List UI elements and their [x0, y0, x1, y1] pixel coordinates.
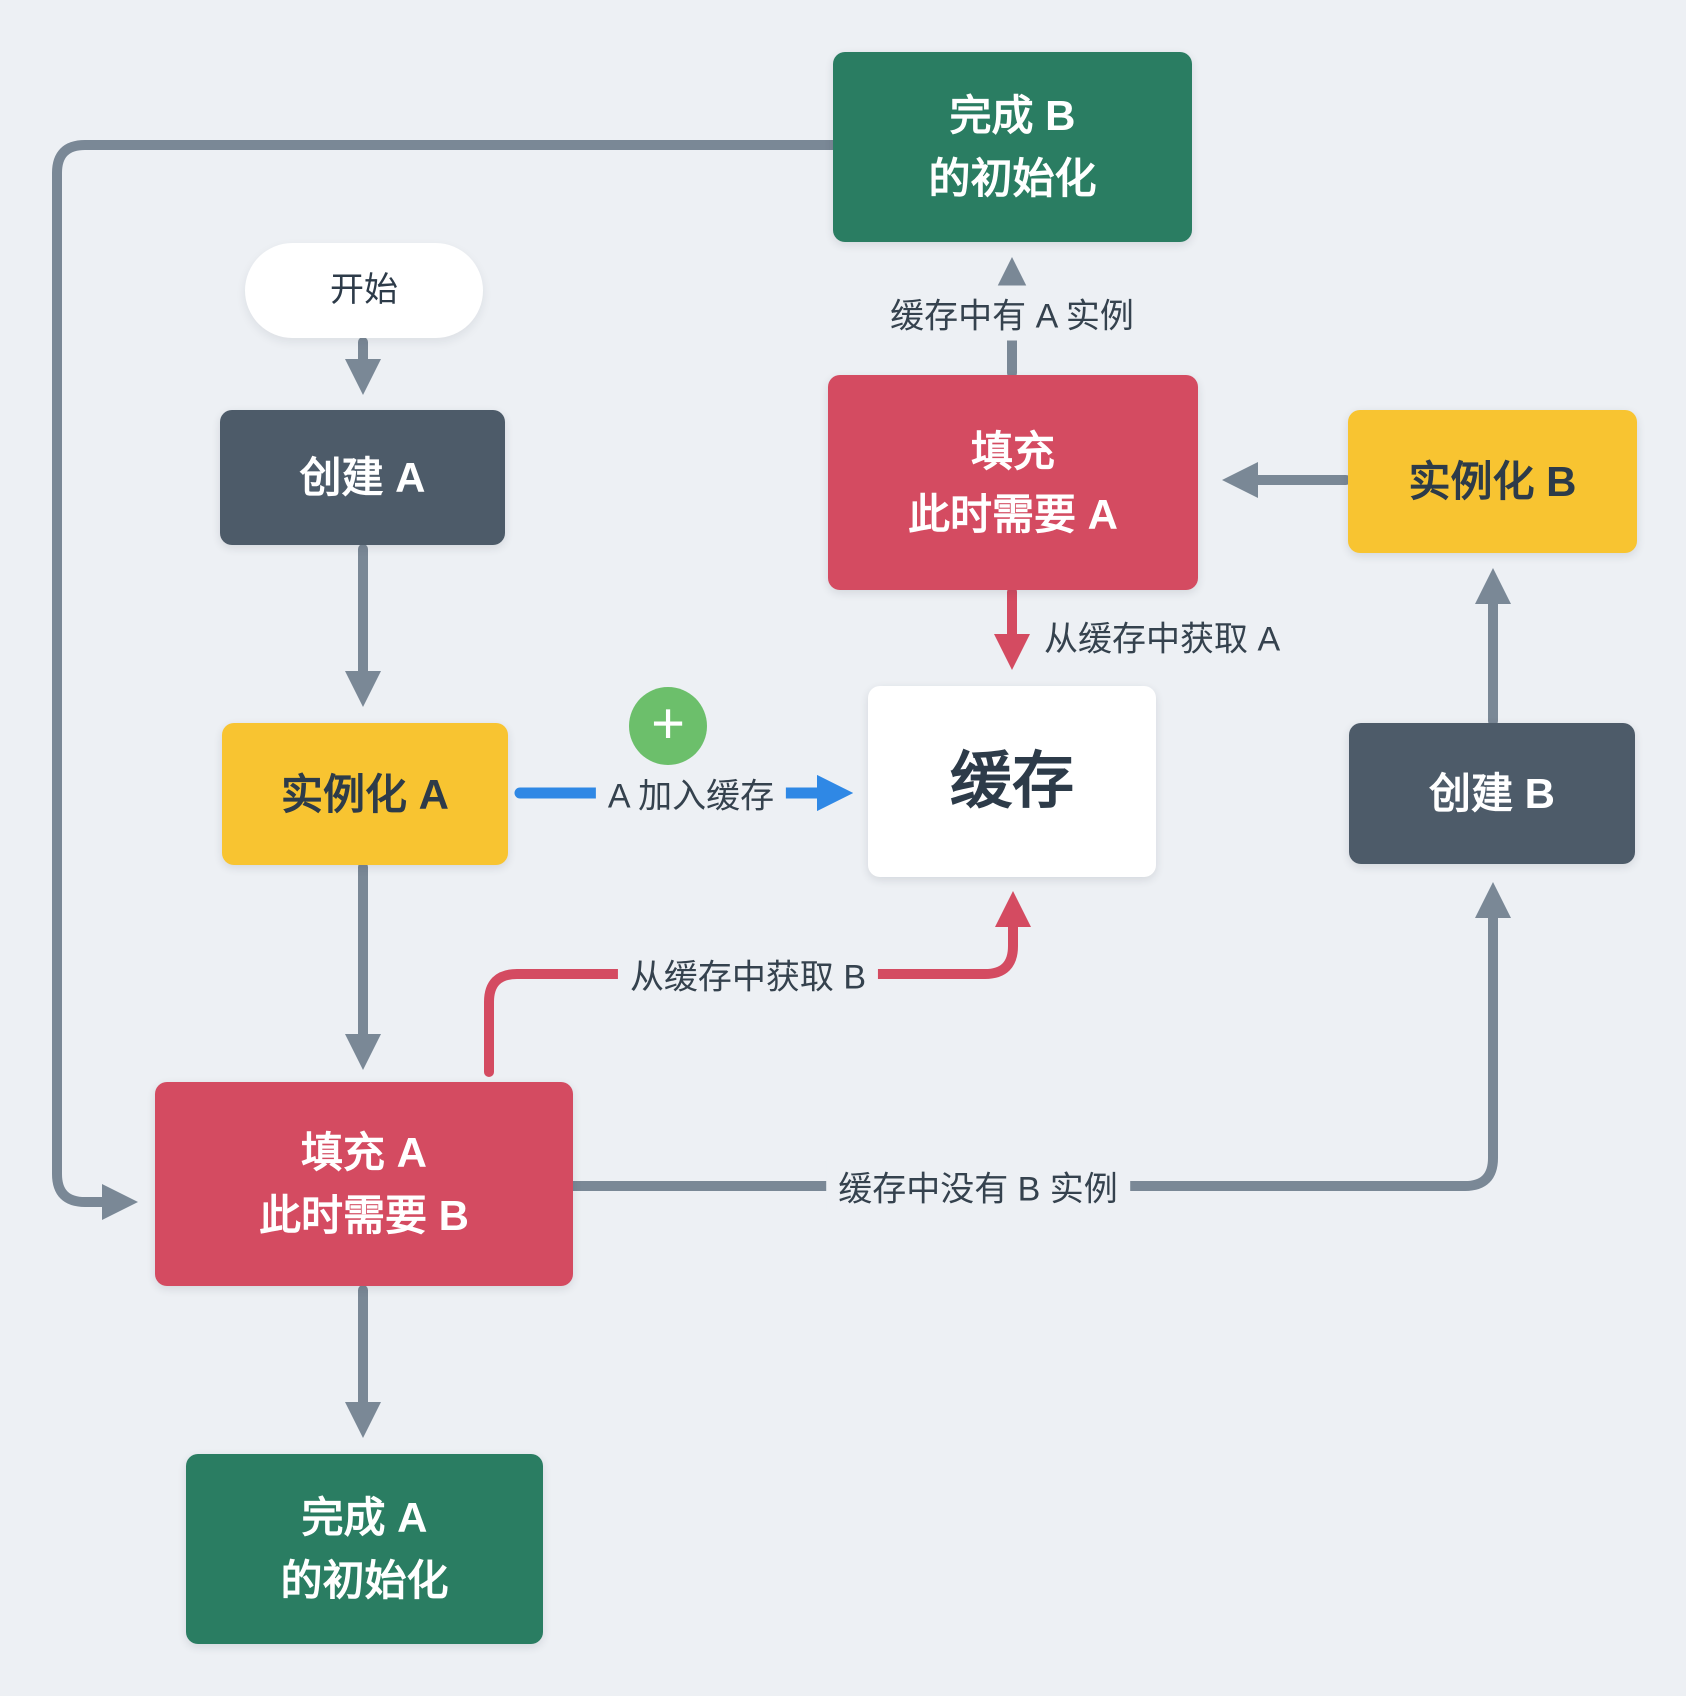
- edge-fill-need-b-to-create-b: [568, 882, 1512, 1191]
- edge-done-b-loop-to-fill-need-b: [52, 140, 838, 1221]
- edge-label-a-into-cache: A 加入缓存: [595, 765, 787, 821]
- node-done-init-b: 完成 B 的初始化: [833, 52, 1192, 242]
- edge-label-cache-no-b-instance: 缓存中没有 B 实例: [826, 1158, 1130, 1214]
- node-instantiate-b: 实例化 B: [1348, 410, 1637, 553]
- edge-label-get-b-from-cache: 从缓存中获取 B: [617, 946, 879, 1002]
- node-done-init-a: 完成 A 的初始化: [186, 1454, 543, 1644]
- node-cache: 缓存: [868, 686, 1156, 877]
- node-create-a: 创建 A: [220, 410, 505, 545]
- node-create-b: 创建 B: [1349, 723, 1635, 864]
- plus-icon: +: [629, 687, 707, 765]
- node-fill-a-needs-b: 填充 A 此时需要 B: [155, 1082, 573, 1286]
- edge-label-get-a-from-cache: 从缓存中获取 A: [1032, 608, 1293, 664]
- node-fill-needs-a: 填充 此时需要 A: [828, 375, 1198, 590]
- node-start: 开始: [245, 243, 483, 338]
- node-instantiate-a: 实例化 A: [222, 723, 508, 865]
- edge-label-cache-has-a-instance: 缓存中有 A 实例: [878, 285, 1146, 341]
